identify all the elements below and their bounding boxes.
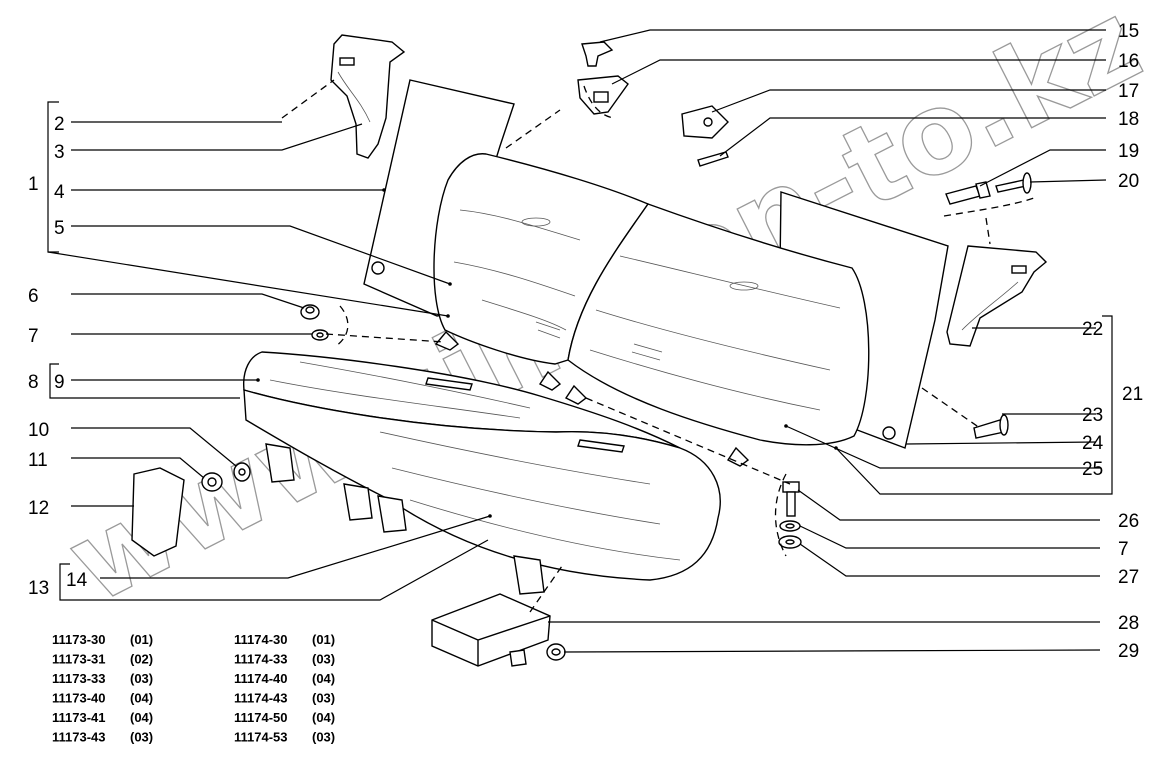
- variant-code: (01): [312, 632, 335, 647]
- clip-23: [973, 414, 1009, 439]
- model-number: 11174-30: [234, 632, 288, 647]
- callout-15: 15: [1118, 21, 1139, 42]
- callout-26: 26: [1118, 511, 1139, 532]
- callout-27: 27: [1118, 567, 1139, 588]
- callout-11: 11: [28, 450, 48, 471]
- callout-2: 2: [54, 114, 65, 135]
- right-backrest-cushion: [567, 203, 870, 446]
- callout-8: 8: [28, 372, 39, 393]
- left-backrest-cushion: [433, 153, 650, 365]
- callout-3: 3: [54, 142, 65, 163]
- callout-10: 10: [28, 420, 49, 441]
- callout-numbers: 1 2 3 4 5 6 7 8 9 10 11 12 13 14 15 16 1…: [28, 21, 1143, 662]
- variant-code: (02): [130, 652, 153, 667]
- left-side-trim: [330, 34, 406, 159]
- washer-7-left: [311, 329, 329, 341]
- variant-code: (03): [312, 730, 335, 745]
- assembly-dashed-lines: [281, 79, 1035, 613]
- variant-code: (04): [130, 710, 153, 725]
- callout-19: 19: [1118, 141, 1139, 162]
- bracket-17: [681, 105, 729, 139]
- callout-21: 21: [1122, 384, 1143, 405]
- model-number: 11173-31: [52, 652, 106, 667]
- block-28: [431, 593, 551, 667]
- model-number: 11173-43: [52, 730, 106, 745]
- callout-18: 18: [1118, 109, 1139, 130]
- model-number: 11174-33: [234, 652, 288, 667]
- washer-10: [233, 462, 251, 482]
- applicability-table: 11173-30 (01) 11173-31 (02) 11173-33 (03) 1117…: [52, 632, 335, 745]
- clip-20: [995, 172, 1032, 194]
- model-number: 11173-40: [52, 691, 106, 706]
- variant-code: (04): [130, 691, 153, 706]
- callout-20: 20: [1118, 171, 1139, 192]
- model-number: 11174-50: [234, 710, 288, 725]
- washer-7-right: [779, 520, 801, 532]
- callout-24: 24: [1082, 433, 1104, 454]
- callout-6: 6: [28, 286, 39, 307]
- callout-12: 12: [28, 498, 49, 519]
- nut-29: [546, 643, 566, 661]
- leader-lines: [47, 29, 1113, 653]
- model-number: 11173-30: [52, 632, 106, 647]
- bezel-16: [577, 75, 629, 115]
- washer-27: [778, 535, 802, 549]
- callout-4: 4: [54, 182, 65, 203]
- callout-25: 25: [1082, 459, 1103, 480]
- variant-code: (03): [312, 652, 335, 667]
- variant-code: (01): [130, 632, 153, 647]
- variant-code: (03): [130, 671, 153, 686]
- model-number: 11174-40: [234, 671, 288, 686]
- variant-code: (03): [312, 691, 335, 706]
- callout-28: 28: [1118, 613, 1139, 634]
- callout-7a: 7: [28, 326, 39, 347]
- right-side-trim: [946, 245, 1048, 347]
- callout-16: 16: [1118, 51, 1139, 72]
- variant-code: (03): [130, 730, 153, 745]
- knob-15: [581, 41, 614, 67]
- clip-19: [945, 181, 991, 205]
- callout-23: 23: [1082, 405, 1103, 426]
- callout-1: 1: [28, 174, 39, 195]
- model-number: 11173-33: [52, 671, 106, 686]
- variant-code: (04): [312, 671, 335, 686]
- callout-9: 9: [54, 372, 65, 393]
- nut-6: [300, 304, 320, 320]
- model-number: 11174-43: [234, 691, 288, 706]
- seat-latch-clips: [265, 443, 545, 595]
- callout-13: 13: [28, 578, 49, 599]
- seat-cushion-lower: [243, 389, 721, 581]
- callout-29: 29: [1118, 641, 1139, 662]
- callout-7b: 7: [1118, 539, 1129, 560]
- callout-17: 17: [1118, 81, 1139, 102]
- bolt-26: [782, 481, 800, 517]
- callout-5: 5: [54, 218, 65, 239]
- callout-22: 22: [1082, 319, 1103, 340]
- callout-14: 14: [66, 570, 88, 591]
- model-number: 11174-53: [234, 730, 288, 745]
- screw-18: [697, 151, 729, 167]
- variant-code: (04): [312, 710, 335, 725]
- cover-12: [131, 467, 185, 557]
- backrest-hinge-brackets: [434, 330, 750, 467]
- nut-11: [201, 472, 223, 492]
- model-number: 11173-41: [52, 710, 106, 725]
